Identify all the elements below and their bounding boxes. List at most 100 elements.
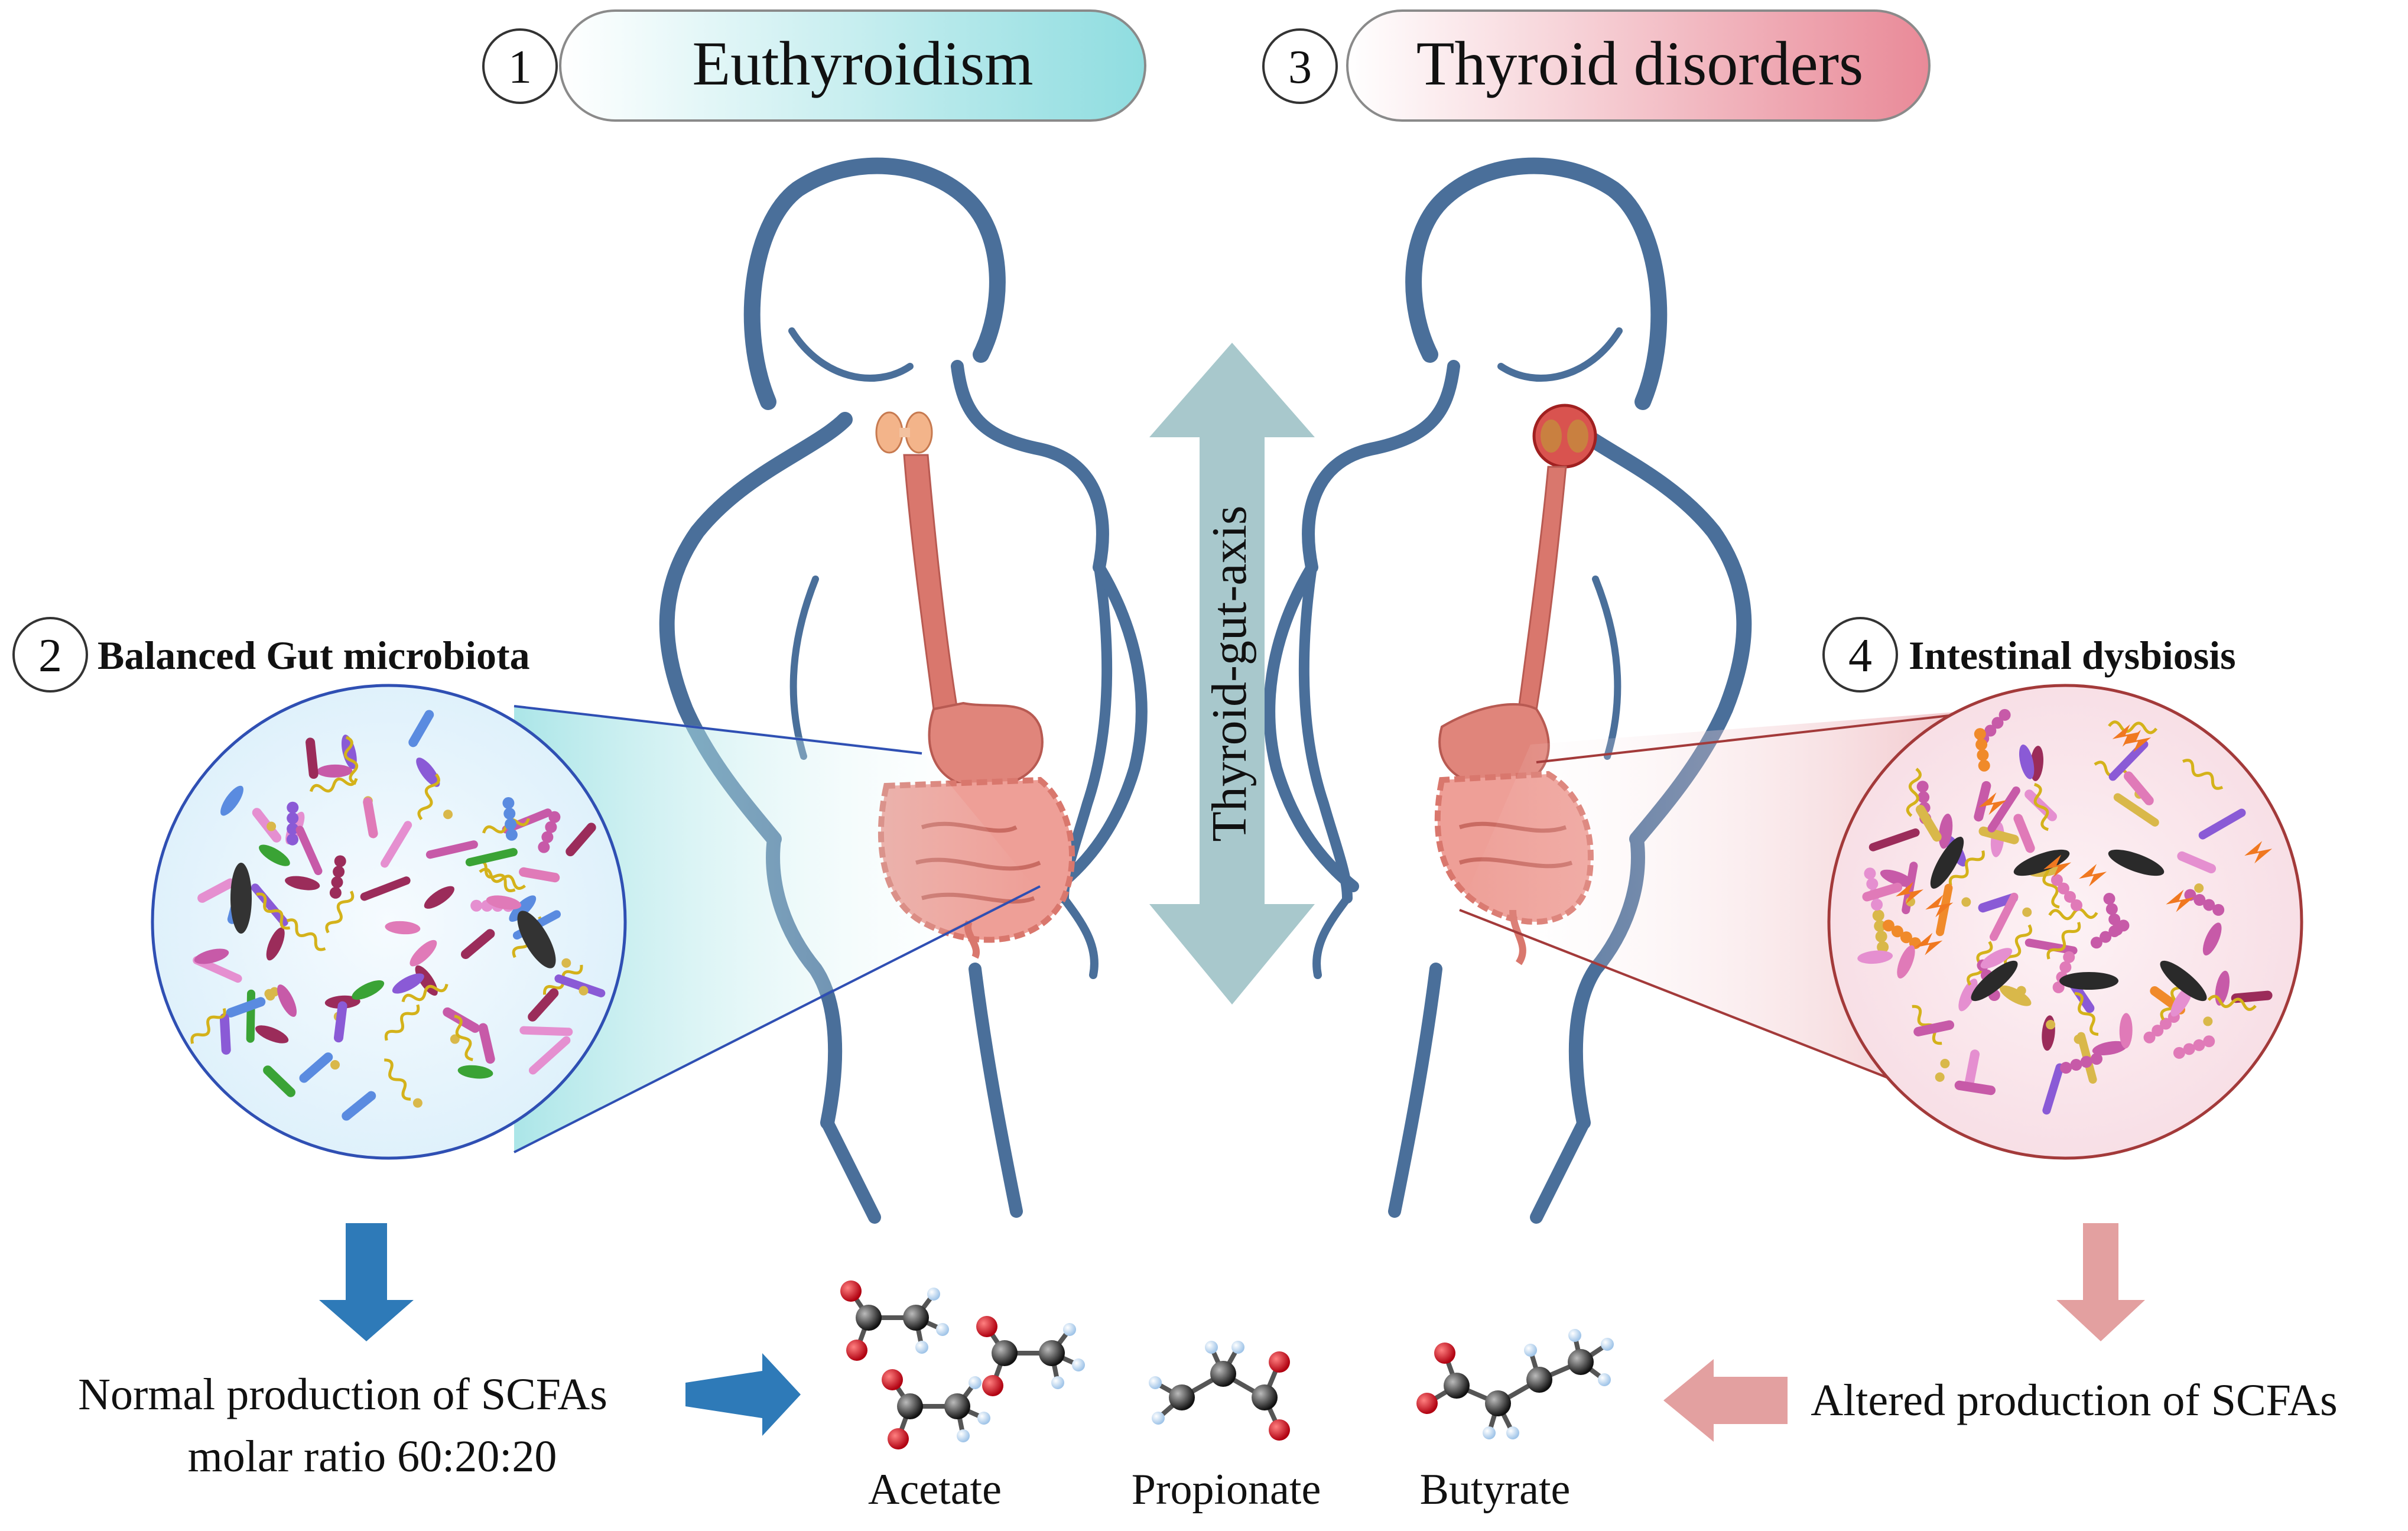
coccus-chain — [1918, 791, 1930, 804]
dark-bacterium — [517, 911, 556, 968]
hydrogen-atom — [1598, 1373, 1611, 1386]
coccus-chain — [2057, 882, 2069, 895]
oxygen-atom — [976, 1316, 997, 1337]
right-to-molecules-arrow — [1663, 1359, 1788, 1442]
rod-bacterium — [306, 737, 319, 779]
hydrogen-atom — [1205, 1341, 1218, 1354]
butyrate-label: Butyrate — [1420, 1465, 1571, 1514]
carbon-atom — [944, 1393, 970, 1419]
right-thyroid-gland — [1532, 404, 1597, 469]
carbon-atom — [1169, 1384, 1195, 1410]
pathogen-flame — [2079, 864, 2107, 887]
number-circle-1 — [482, 28, 558, 104]
oval-bacterium — [385, 921, 421, 935]
oval-bacterium — [2202, 922, 2222, 955]
coccus-chain — [2203, 1035, 2215, 1048]
long-rod-bacterium — [1868, 828, 1920, 851]
oval-bacterium — [317, 764, 353, 778]
rod-bacterium — [1964, 1049, 1980, 1091]
oval-bacterium — [457, 1065, 493, 1079]
rod-bacterium — [2177, 851, 2217, 874]
balanced-microbiota-circle — [151, 684, 627, 1160]
long-rod-bacterium — [519, 1026, 573, 1036]
oval-bacterium — [194, 948, 229, 964]
coccus-chain — [1874, 920, 1886, 932]
small-coccus — [2194, 883, 2204, 893]
left-thyroid-gland — [875, 411, 933, 454]
dark-bacterium — [2160, 960, 2207, 1002]
coccus-chain — [329, 886, 342, 899]
oval-bacterium — [416, 758, 440, 787]
pathogen-flame — [1978, 792, 2007, 815]
spirillum — [2048, 908, 2098, 921]
hydrogen-atom — [1149, 1376, 1162, 1389]
coccus-chain — [1866, 877, 1879, 890]
thyroid-disorders-title: Thyroid disorders — [1416, 29, 1864, 98]
oval-bacterium — [486, 895, 522, 910]
rod-bacterium — [519, 867, 560, 883]
coccus-chain — [2060, 1062, 2072, 1074]
altered-production-label: Altered production of SCFAs — [1811, 1376, 2338, 1425]
oval-bacterium — [1938, 813, 1953, 849]
coccus-chain — [2173, 1046, 2185, 1059]
oxygen-atom — [840, 1280, 862, 1302]
long-rod-bacterium — [295, 825, 323, 875]
section-number-2: 2 — [38, 630, 62, 682]
left-zoom-line-top — [514, 705, 922, 755]
oval-bacterium — [410, 940, 437, 967]
thyroid-gut-axis-label: Thyroid-gut-axis — [1202, 505, 1257, 841]
hydrogen-atom — [1051, 1376, 1064, 1389]
oval-bacterium — [2092, 1041, 2127, 1055]
coccus-chain — [2059, 961, 2072, 973]
small-coccus — [1940, 1058, 1950, 1068]
spirillum — [2182, 759, 2224, 790]
rod-bacterium — [460, 929, 495, 960]
coccus-chain — [2108, 913, 2121, 925]
hydrogen-atom — [1483, 1426, 1496, 1439]
spirillum — [325, 890, 355, 934]
dark-bacterium — [1930, 837, 1964, 889]
carbon-atom — [1039, 1340, 1065, 1366]
spirillum — [476, 860, 516, 892]
oxygen-atom — [1269, 1419, 1290, 1441]
hydrogen-atom — [936, 1323, 949, 1336]
number-circle-2 — [12, 617, 88, 693]
scfa-molecules — [840, 1280, 1614, 1449]
hydrogen-atom — [1568, 1329, 1581, 1342]
rod-bacterium — [363, 797, 378, 838]
long-rod-bacterium — [465, 848, 518, 867]
small-coccus — [2046, 1020, 2056, 1030]
long-rod-bacterium — [381, 821, 412, 868]
rod-bacterium — [197, 878, 235, 903]
section-number-1: 1 — [508, 41, 532, 93]
rod-bacterium — [2013, 814, 2035, 853]
oval-bacterium — [285, 876, 320, 890]
coccus-chain — [538, 841, 550, 853]
thyroid-disorders-header: 3 Thyroid disorders — [1262, 9, 1931, 122]
section-number-3: 3 — [1288, 41, 1312, 93]
oval-bacterium — [2019, 745, 2035, 779]
oval-bacterium — [266, 927, 285, 961]
coccus-chain — [2105, 903, 2118, 915]
coccus-chain — [503, 807, 516, 820]
section-number-4: 4 — [1848, 630, 1872, 682]
coccus-chain — [1974, 728, 1986, 740]
rod-bacterium — [1954, 1080, 1996, 1096]
coccus-chain — [1875, 930, 1887, 942]
spirillum — [2108, 720, 2158, 734]
oxygen-atom — [882, 1369, 903, 1390]
small-coccus — [267, 821, 277, 831]
spirillum — [1912, 1005, 1942, 1045]
rod-bacterium — [1978, 893, 2018, 913]
rod-bacterium — [408, 710, 434, 747]
oxygen-atom — [846, 1340, 867, 1361]
molar-ratio-label: molar ratio 60:20:20 — [188, 1432, 557, 1481]
small-coccus — [330, 1060, 340, 1070]
coccus-chain — [470, 899, 483, 912]
right-esophagus — [1509, 466, 1567, 746]
coccus-chain — [1891, 925, 1903, 938]
coccus-chain — [1872, 909, 1884, 922]
right-down-arrow — [2056, 1223, 2145, 1341]
coccus-chain — [505, 818, 517, 830]
